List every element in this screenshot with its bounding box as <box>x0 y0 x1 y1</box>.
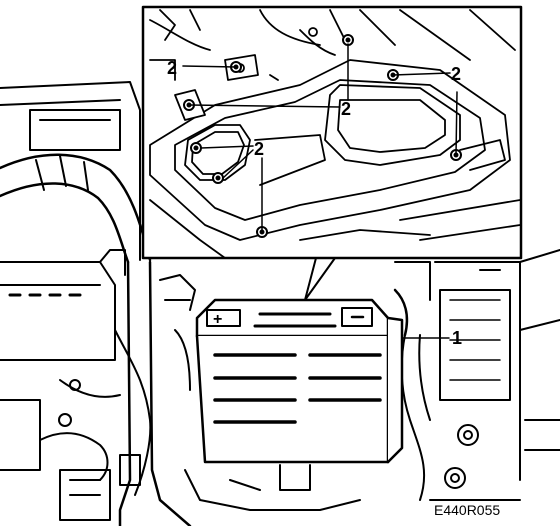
callout-2-leaders <box>182 43 458 233</box>
battery: + <box>195 298 404 464</box>
plus-sign-icon: + <box>213 311 222 328</box>
engine-bay-background <box>0 81 560 528</box>
callout-label-2: 2 <box>341 99 351 119</box>
callout-label-2: 2 <box>254 139 264 159</box>
callout-label-2: 2 <box>167 58 177 78</box>
detail-inset <box>141 5 523 301</box>
figure-code: E440R055 <box>434 502 500 518</box>
inset-battery-tray <box>149 9 521 259</box>
callout-labels: 2 2 2 2 1 <box>167 58 462 348</box>
callout-label-2: 2 <box>451 64 461 84</box>
callout-label-1: 1 <box>452 328 462 348</box>
